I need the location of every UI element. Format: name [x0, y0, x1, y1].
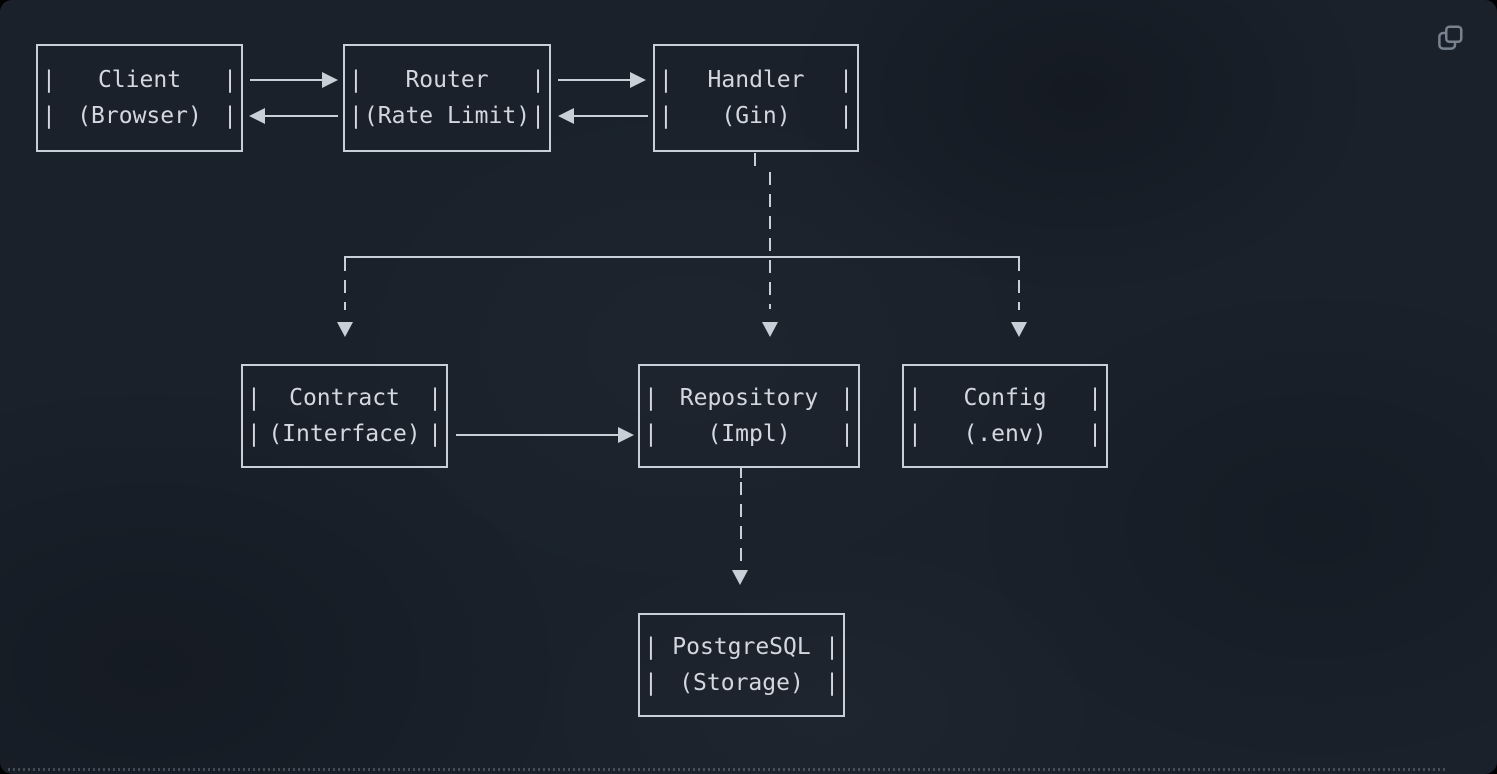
ascii-pipe: |: [428, 385, 442, 411]
ascii-pipe: |: [42, 67, 56, 93]
edge-repository-postgresql-stub: [740, 468, 742, 478]
ascii-pipe: |: [42, 103, 56, 129]
ascii-pipe: |: [531, 103, 545, 129]
edge-fanout-config-vline: [1018, 258, 1020, 310]
ascii-pipe: |: [1088, 421, 1102, 447]
ascii-pipe: |: [839, 103, 853, 129]
ascii-pipe: |: [247, 385, 261, 411]
ascii-pipe: |: [839, 67, 853, 93]
node-contract-title: Contract: [289, 385, 400, 411]
node-postgresql-subtitle: (Storage): [679, 670, 804, 696]
edge-fanout-repository-arrowhead-icon: [762, 322, 778, 337]
edge-router-client-arrowhead-icon: [249, 108, 265, 124]
edge-router-handler-arrowhead-icon: [630, 72, 646, 88]
edge-fanout-config-arrowhead-icon: [1011, 322, 1027, 337]
edge-repository-postgresql-arrowhead-icon: [732, 570, 748, 585]
node-postgresql-line2: | (Storage) |: [640, 665, 843, 701]
edge-client-router-arrowhead-icon: [322, 72, 338, 88]
ascii-pipe: |: [659, 67, 673, 93]
ascii-pipe: |: [223, 67, 237, 93]
edge-fanout-contract-vline: [344, 258, 346, 310]
node-router-title: Router: [405, 67, 489, 93]
node-postgresql: | PostgreSQL | | (Storage) |: [638, 613, 845, 717]
node-handler-line1: | Handler |: [655, 62, 857, 98]
ascii-pipe: |: [908, 385, 922, 411]
ascii-pipe: |: [644, 634, 658, 660]
ascii-pipe: |: [644, 670, 658, 696]
node-client-subtitle: (Browser): [77, 103, 202, 129]
edge-handler-router-shaft: [574, 115, 648, 117]
node-config-title: Config: [963, 385, 1047, 411]
node-contract-line1: | Contract |: [243, 380, 446, 416]
ascii-pipe: |: [247, 421, 261, 447]
node-repository: | Repository | | (Impl) |: [638, 364, 860, 468]
ascii-pipe: |: [908, 421, 922, 447]
node-router-line1: | Router |: [345, 62, 549, 98]
ascii-pipe: |: [840, 421, 854, 447]
ascii-pipe: |: [825, 670, 839, 696]
copy-icon: [1438, 25, 1463, 50]
edge-contract-repository-shaft: [456, 434, 618, 436]
node-handler-line2: | (Gin) |: [655, 98, 857, 134]
ascii-pipe: |: [659, 103, 673, 129]
node-repository-line2: | (Impl) |: [640, 416, 858, 452]
node-contract-subtitle: (Interface): [268, 421, 421, 447]
ascii-pipe: |: [223, 103, 237, 129]
ascii-pipe: |: [644, 421, 658, 447]
node-handler-subtitle: (Gin): [721, 103, 791, 129]
ascii-pipe: |: [349, 67, 363, 93]
node-contract-line2: | (Interface) |: [243, 416, 446, 452]
ascii-pipe: |: [1088, 385, 1102, 411]
node-contract: | Contract | | (Interface) |: [241, 364, 448, 468]
edge-handler-fanout-stub: [754, 153, 756, 166]
edge-fanout-contract-arrowhead-icon: [337, 322, 353, 337]
node-handler-title: Handler: [707, 67, 805, 93]
node-client-title: Client: [97, 67, 182, 93]
node-repository-title: Repository: [679, 385, 819, 411]
node-client: | Client | | (Browser) |: [36, 44, 243, 152]
edge-router-client-shaft: [265, 115, 338, 117]
node-router-line2: | (Rate Limit) |: [345, 98, 549, 134]
node-postgresql-title: PostgreSQL: [672, 634, 811, 660]
copy-button[interactable]: [1433, 21, 1467, 55]
edge-contract-repository-arrowhead-icon: [618, 427, 634, 443]
node-repository-line1: | Repository |: [640, 380, 858, 416]
ascii-pipe: |: [349, 103, 363, 129]
edge-handler-router-arrowhead-icon: [558, 108, 574, 124]
edge-repository-postgresql-vline: [740, 482, 742, 562]
node-client-line1: | Client |: [38, 62, 241, 98]
edge-router-handler-shaft: [558, 79, 630, 81]
edge-handler-fanout-vline: [769, 172, 771, 309]
ascii-pipe: |: [825, 634, 839, 660]
node-client-line2: | (Browser) |: [38, 98, 241, 134]
node-router-subtitle: (Rate Limit): [363, 103, 531, 129]
fanout-distributor-hline: [344, 256, 1020, 258]
ascii-pipe: |: [840, 385, 854, 411]
node-config-line1: | Config |: [904, 380, 1106, 416]
node-repository-subtitle: (Impl): [707, 421, 791, 447]
node-handler: | Handler | | (Gin) |: [653, 44, 859, 152]
ascii-pipe: |: [531, 67, 545, 93]
node-postgresql-line1: | PostgreSQL |: [640, 629, 843, 665]
ascii-pipe: |: [644, 385, 658, 411]
node-config: | Config | | (.env) |: [902, 364, 1108, 468]
edge-client-router-shaft: [250, 79, 322, 81]
clipped-text-row: [8, 768, 1445, 771]
node-router: | Router | | (Rate Limit) |: [343, 44, 551, 152]
node-config-line2: | (.env) |: [904, 416, 1106, 452]
node-config-subtitle: (.env): [963, 421, 1047, 447]
ascii-pipe: |: [428, 421, 442, 447]
